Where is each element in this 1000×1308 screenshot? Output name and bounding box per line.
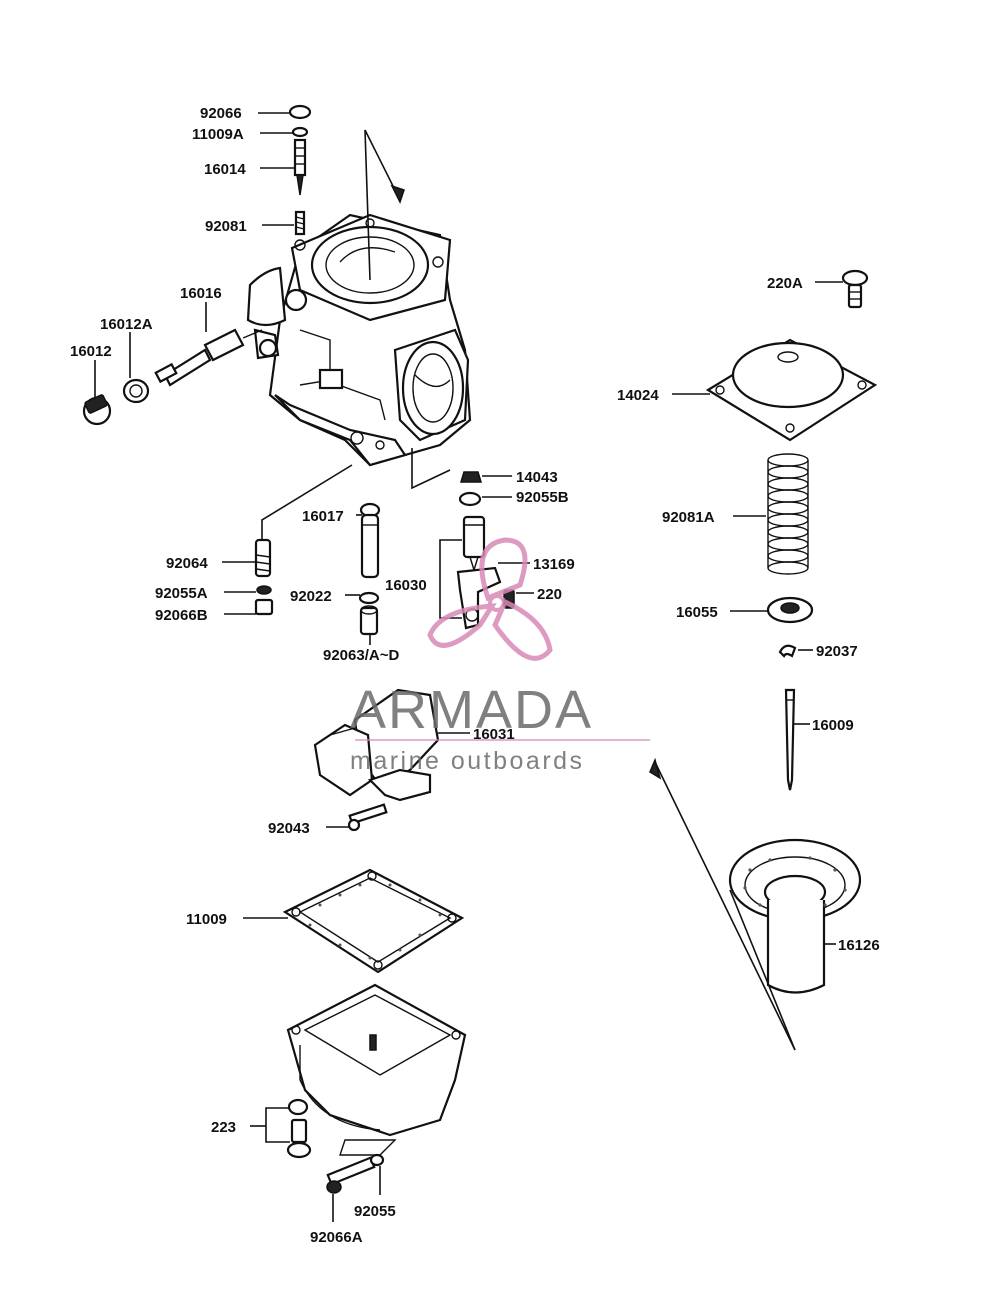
label-16009: 16009 bbox=[812, 717, 854, 734]
spring-coils bbox=[767, 453, 809, 575]
carburetor-body bbox=[246, 213, 472, 467]
label-92037: 92037 bbox=[816, 643, 858, 660]
label-92055a: 92055A bbox=[155, 585, 208, 602]
float-assembly bbox=[313, 688, 440, 832]
label-92066a: 92066A bbox=[310, 1229, 363, 1246]
vacuum-piston-parts bbox=[705, 269, 878, 994]
label-16012a: 16012A bbox=[100, 316, 153, 333]
assembly-arrow-top bbox=[364, 129, 405, 281]
float-chamber-gasket bbox=[282, 868, 465, 974]
label-14024: 14024 bbox=[617, 387, 659, 404]
label-92022: 92022 bbox=[290, 588, 332, 605]
label-220: 220 bbox=[537, 586, 562, 603]
float-bowl bbox=[265, 983, 467, 1194]
label-220a: 220A bbox=[767, 275, 803, 292]
label-92055b: 92055B bbox=[516, 489, 569, 506]
part-number-labels: 92066 11009A 16014 92081 16016 16012A 16… bbox=[70, 105, 880, 1246]
label-16017: 16017 bbox=[302, 508, 344, 525]
label-92043: 92043 bbox=[268, 820, 310, 837]
label-13169: 13169 bbox=[533, 556, 575, 573]
label-16055: 16055 bbox=[676, 604, 718, 621]
label-14043: 14043 bbox=[516, 469, 558, 486]
label-92066: 92066 bbox=[200, 105, 242, 122]
watermark-brand: ARMADA bbox=[350, 680, 593, 740]
label-16030: 16030 bbox=[385, 577, 427, 594]
leader-lines-body bbox=[261, 448, 451, 545]
label-223: 223 bbox=[211, 1119, 236, 1136]
armada-watermark: ARMADA marine outboards bbox=[350, 537, 650, 775]
label-92055: 92055 bbox=[354, 1203, 396, 1220]
jet-parts-center bbox=[254, 502, 381, 636]
starter-plunger-parts bbox=[82, 328, 263, 426]
label-11009: 11009 bbox=[186, 911, 227, 928]
label-16014: 16014 bbox=[204, 161, 246, 178]
label-16126: 16126 bbox=[838, 937, 880, 954]
label-92081a: 92081A bbox=[662, 509, 715, 526]
assembly-arrow-right bbox=[649, 757, 796, 1051]
label-16031: 16031 bbox=[473, 726, 515, 743]
label-16012: 16012 bbox=[70, 343, 112, 360]
leader-lines bbox=[94, 112, 843, 1222]
label-11009a: 11009A bbox=[192, 126, 244, 143]
propeller-logo bbox=[427, 537, 553, 661]
watermark-tagline: marine outboards bbox=[350, 747, 585, 775]
label-92081: 92081 bbox=[205, 218, 247, 235]
label-16016: 16016 bbox=[180, 285, 222, 302]
label-92063: 92063/A~D bbox=[323, 647, 399, 664]
label-92066b: 92066B bbox=[155, 607, 208, 624]
pilot-screw-parts bbox=[288, 104, 312, 236]
label-92064: 92064 bbox=[166, 555, 208, 572]
